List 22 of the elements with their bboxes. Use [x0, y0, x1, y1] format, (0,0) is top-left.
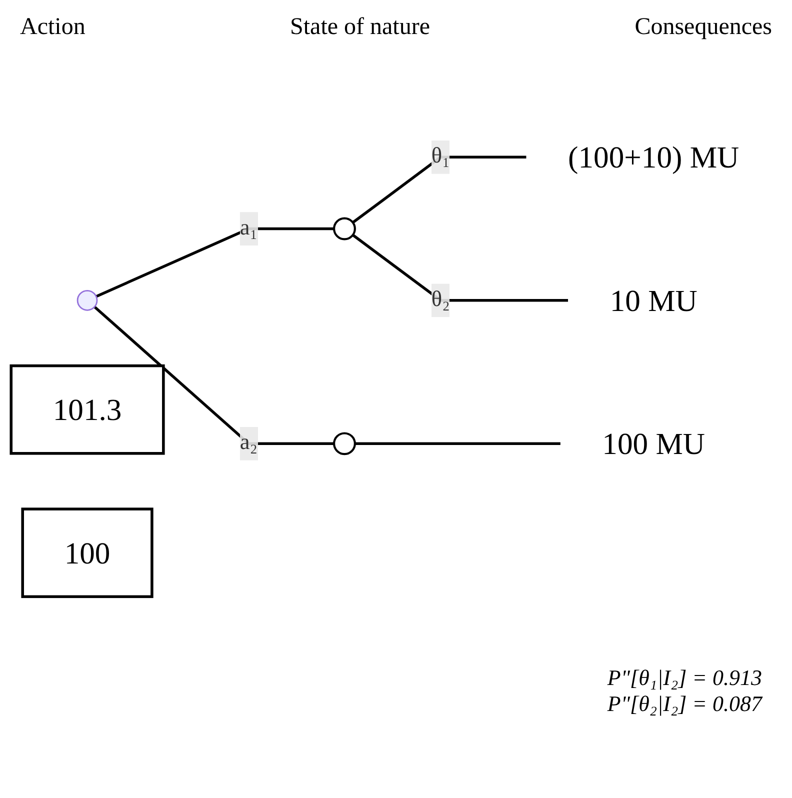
connector	[96, 227, 334, 298]
edge-label: a₁	[240, 216, 258, 240]
node-circle	[333, 217, 356, 240]
node-circle	[333, 432, 356, 456]
column-heading: Consequences	[634, 14, 772, 41]
connector	[94, 306, 334, 446]
node-box: 100	[21, 508, 154, 598]
node-text: (100+10) MU	[568, 140, 740, 175]
column-heading: Action	[20, 14, 86, 41]
column-heading: State of nature	[290, 14, 430, 41]
edge-label: θ₂	[431, 288, 450, 312]
connector	[354, 442, 560, 446]
node-text: 100 MU	[602, 426, 706, 462]
edge-label: a₂	[240, 431, 258, 455]
edge-label: θ₁	[431, 144, 450, 168]
connector	[352, 156, 526, 224]
connector	[352, 234, 568, 302]
node-box: 101.3	[10, 364, 165, 455]
probability-label: P"[θ₂|I₂] = 0.087	[607, 691, 762, 717]
probability-label: P"[θ₁|I₂] = 0.913	[607, 665, 762, 691]
node-point	[76, 290, 98, 311]
node-text: 10 MU	[610, 283, 698, 318]
